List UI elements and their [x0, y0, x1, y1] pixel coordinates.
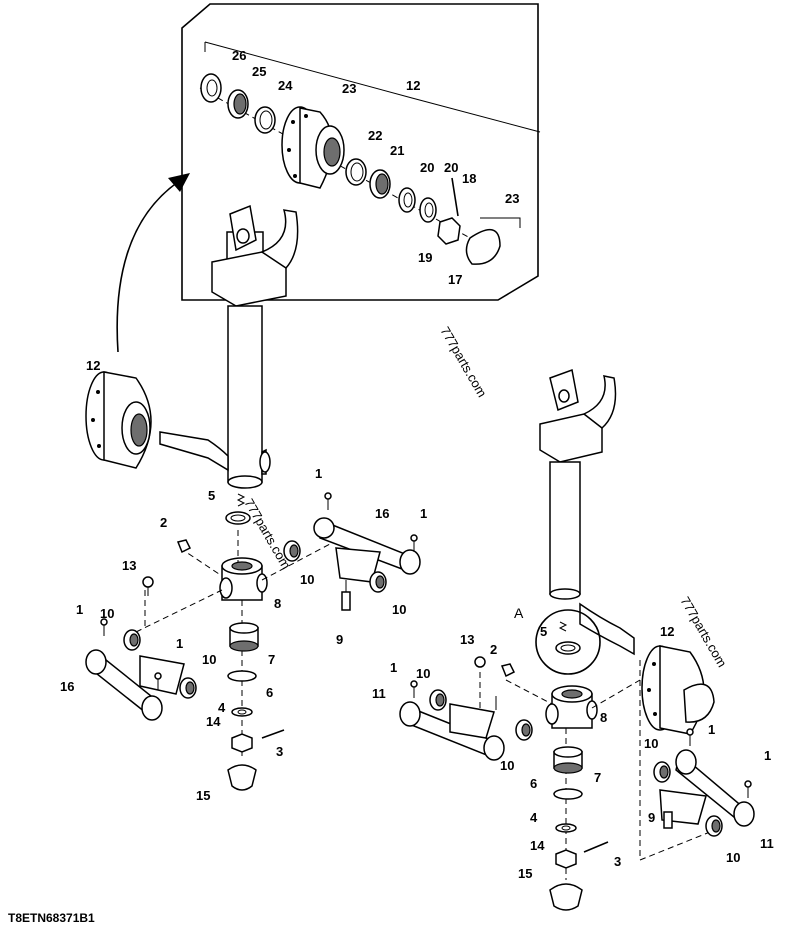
svg-text:7: 7 [594, 770, 601, 785]
bearing-cone-part [227, 89, 249, 119]
svg-text:8: 8 [274, 596, 281, 611]
svg-text:1: 1 [390, 660, 397, 675]
seal-part [200, 73, 222, 103]
lower-arm-part [85, 649, 185, 721]
hub-part [85, 371, 152, 469]
figure-id: T8ETN68371B1 [8, 911, 95, 925]
steering-block-part [219, 557, 268, 601]
svg-text:7: 7 [268, 652, 275, 667]
arrow-icon [116, 173, 190, 353]
bearing-cup-part [254, 106, 276, 134]
svg-text:12: 12 [86, 358, 100, 373]
svg-text:1: 1 [420, 506, 427, 521]
watermark-text: 777parts.com [437, 324, 489, 400]
svg-text:9: 9 [648, 810, 655, 825]
hub-part [641, 645, 715, 735]
svg-text:4: 4 [218, 700, 226, 715]
svg-text:11: 11 [372, 686, 386, 701]
svg-text:5: 5 [540, 624, 547, 639]
svg-text:4: 4 [530, 810, 538, 825]
detail-letter: A [514, 605, 524, 621]
svg-text:10: 10 [644, 736, 658, 751]
svg-text:26: 26 [232, 48, 246, 63]
lower-arm-part [399, 701, 505, 761]
upper-arm-part [313, 517, 421, 583]
svg-text:15: 15 [196, 788, 210, 803]
svg-text:6: 6 [266, 685, 273, 700]
svg-text:6: 6 [530, 776, 537, 791]
svg-text:1: 1 [176, 636, 183, 651]
right-assembly: A [372, 368, 774, 911]
svg-text:10: 10 [300, 572, 314, 587]
svg-text:20: 20 [444, 160, 458, 175]
svg-text:23: 23 [342, 81, 356, 96]
hub-cap-part [465, 229, 501, 265]
washer-part [419, 197, 437, 223]
left-labels: 12 5 1 16 1 2 13 10 8 10 1 10 9 1 7 16 1… [60, 358, 427, 803]
svg-text:12: 12 [660, 624, 674, 639]
svg-text:23: 23 [505, 191, 519, 206]
lower-arm-part [659, 749, 755, 827]
svg-text:10: 10 [416, 666, 430, 681]
svg-text:9: 9 [336, 632, 343, 647]
svg-text:8: 8 [600, 710, 607, 725]
svg-text:5: 5 [208, 488, 215, 503]
svg-text:11: 11 [760, 836, 774, 851]
svg-text:14: 14 [530, 838, 545, 853]
svg-text:3: 3 [276, 744, 283, 759]
castle-nut-part [437, 217, 461, 245]
svg-text:19: 19 [418, 250, 432, 265]
svg-text:16: 16 [375, 506, 389, 521]
svg-text:1: 1 [76, 602, 83, 617]
svg-text:1: 1 [315, 466, 322, 481]
washer-part [398, 187, 416, 213]
svg-text:1: 1 [708, 722, 715, 737]
steering-block-part [545, 685, 598, 729]
svg-text:13: 13 [122, 558, 136, 573]
left-assembly: 12 5 1 16 1 2 13 10 8 10 1 10 9 1 7 16 1… [60, 204, 427, 803]
svg-text:10: 10 [100, 606, 114, 621]
svg-text:20: 20 [420, 160, 434, 175]
svg-text:10: 10 [202, 652, 216, 667]
svg-text:22: 22 [368, 128, 382, 143]
svg-text:1: 1 [764, 748, 771, 763]
svg-text:25: 25 [252, 64, 266, 79]
svg-text:13: 13 [460, 632, 474, 647]
inset-labels: 26 25 24 23 12 22 21 20 20 18 23 19 17 [232, 48, 519, 287]
right-labels: 5 12 13 2 1 10 11 8 10 7 6 4 14 3 15 10 … [372, 624, 774, 881]
svg-text:14: 14 [206, 714, 221, 729]
svg-text:3: 3 [614, 854, 621, 869]
svg-text:17: 17 [448, 272, 462, 287]
svg-text:24: 24 [278, 78, 293, 93]
svg-text:2: 2 [490, 642, 497, 657]
svg-text:2: 2 [160, 515, 167, 530]
svg-text:16: 16 [60, 679, 74, 694]
svg-text:10: 10 [500, 758, 514, 773]
svg-text:10: 10 [392, 602, 406, 617]
svg-text:10: 10 [726, 850, 740, 865]
svg-text:15: 15 [518, 866, 532, 881]
svg-text:18: 18 [462, 171, 476, 186]
hub-part [281, 106, 345, 189]
dust-cap-part [227, 764, 257, 791]
hub-inset: 26 25 24 23 12 22 21 20 20 18 23 19 17 [181, 3, 541, 301]
bearing-part [229, 622, 259, 652]
detail-circle [535, 609, 601, 675]
svg-text:21: 21 [390, 143, 404, 158]
svg-text:12: 12 [406, 78, 420, 93]
